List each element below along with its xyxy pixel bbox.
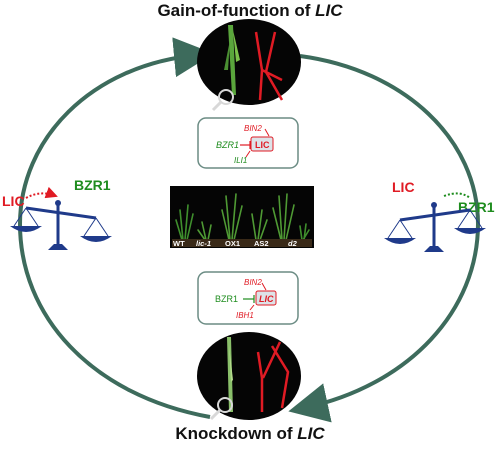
left-scale-lic-label: LIC <box>2 193 25 209</box>
gain-of-function-title: Gain-of-function of LIC <box>0 1 500 21</box>
cycle-arrows <box>17 37 481 423</box>
top-plant-circle <box>197 19 301 105</box>
top-title-prefix: Gain-of-function of <box>157 1 316 20</box>
cycle-arrow-right-down <box>288 54 481 423</box>
top-lic-label: LIC <box>255 140 270 150</box>
bottom-bzr1-label: BZR1 <box>215 294 238 304</box>
right-balance-scale-icon: LIC BZR1 <box>384 179 495 252</box>
top-plant-leaf <box>228 25 236 95</box>
cycle-arrow-left-up <box>17 37 214 419</box>
bottom-lic-box <box>255 290 277 306</box>
knockdown-panel <box>197 332 301 421</box>
plant-photo: WT lic-1 OX1 AS2 d2 <box>170 186 314 248</box>
bottom-lic-label: LIC <box>259 294 274 304</box>
top-bin2-label: BIN2 <box>244 124 262 133</box>
bottom-magnifier-icon <box>217 397 233 413</box>
right-scale-bzr1-label: BZR1 <box>458 199 495 215</box>
top-lic-box <box>250 136 274 152</box>
bottom-title-gene: LIC <box>297 424 325 443</box>
top-ili1-label: ILI1 <box>234 156 247 165</box>
photo-label-lic-1: lic-1 <box>196 239 211 248</box>
right-scale-lic-label: LIC <box>392 179 415 195</box>
photo-label-d2: d2 <box>288 239 298 248</box>
top-magnifier-icon <box>218 89 234 105</box>
bottom-plant-circle <box>197 332 301 420</box>
left-balance-scale-icon: LIC BZR1 <box>2 177 112 250</box>
knockdown-title: Knockdown of LIC <box>0 424 500 444</box>
bottom-ibh1-label: IBH1 <box>236 311 254 320</box>
bottom-title-prefix: Knockdown of <box>175 424 298 443</box>
top-pathway-box: BIN2 BZR1 LIC ILI1 <box>197 117 299 169</box>
bottom-bin2-label: BIN2 <box>244 278 262 287</box>
gain-of-function-panel <box>197 19 301 112</box>
top-title-gene: LIC <box>315 1 343 20</box>
photo-label-wt: WT <box>173 239 185 248</box>
bottom-leaf-angle-trace <box>256 341 290 412</box>
photo-label-as2: AS2 <box>254 239 269 248</box>
top-bzr1-label: BZR1 <box>216 140 239 150</box>
top-leaf-angle-trace <box>254 31 284 101</box>
bottom-plant-leaf <box>227 337 233 412</box>
photo-label-ox1: OX1 <box>225 239 240 248</box>
left-scale-bzr1-label: BZR1 <box>74 177 111 193</box>
bottom-pathway-box: BIN2 BZR1 LIC IBH1 <box>197 271 299 325</box>
